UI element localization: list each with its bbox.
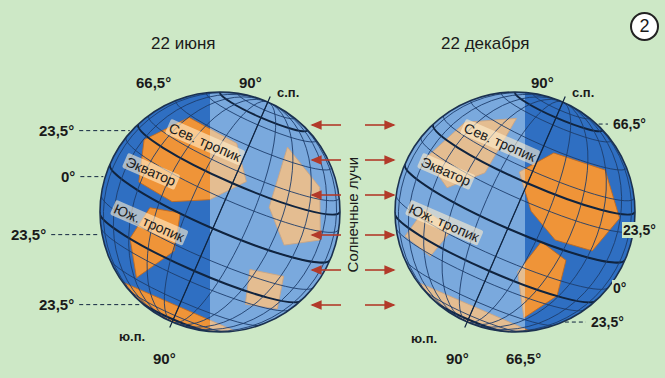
parallel-name: Юж. тропик: [110, 199, 189, 245]
angle-label: 0°: [60, 168, 76, 185]
angle-label: 90°: [238, 74, 263, 91]
sun-ray-arrow: [312, 159, 341, 161]
pole-label: с.п.: [571, 86, 595, 101]
meridian: [77, 61, 268, 323]
level-line: [79, 130, 130, 131]
meridian: [372, 61, 563, 323]
angle-label: 23,5°: [38, 122, 75, 139]
parallel-name: Сев. тропик: [165, 119, 245, 166]
figure-number: 2: [639, 16, 649, 37]
angle-label: 23,5°: [622, 222, 657, 238]
globe-outline: [395, 92, 635, 332]
parallel-name: Экватор: [122, 152, 180, 189]
angle-label: 23,5°: [590, 314, 625, 330]
date-title: 22 декабря: [440, 34, 530, 54]
angle-label: 90°: [530, 74, 555, 91]
parallel-name: Сев. тропик: [460, 119, 540, 166]
pole-label: ю.п.: [118, 330, 146, 345]
sun-ray-arrow: [312, 124, 341, 126]
sun-ray-arrow: [365, 234, 394, 236]
grid: [62, 54, 378, 370]
globe: [62, 54, 378, 370]
meridian: [412, 78, 563, 322]
angle-label: 23,5°: [10, 226, 47, 243]
level-line: [599, 124, 608, 125]
level-line: [565, 322, 586, 323]
sun-ray-arrow: [312, 304, 341, 306]
sun-ray-arrow: [365, 304, 394, 306]
angle-label: 66,5°: [505, 350, 542, 367]
meridian: [117, 78, 268, 322]
meridian: [94, 68, 268, 322]
sun-ray-arrow: [365, 124, 394, 126]
meridian: [66, 56, 268, 322]
sun-ray-arrow: [312, 269, 341, 271]
pole-label: с.п.: [276, 86, 300, 101]
angle-label: 90°: [152, 350, 177, 367]
level-line: [80, 176, 103, 177]
angle-label: 90°: [445, 350, 470, 367]
parallel-name: Юж. тропик: [405, 199, 484, 245]
angle-label: 66,5°: [135, 74, 172, 91]
parallel-name: Экватор: [417, 152, 475, 189]
sun-ray-arrow: [312, 194, 341, 196]
level-line: [51, 234, 100, 235]
meridian: [439, 90, 563, 322]
globe-outline: [100, 92, 340, 332]
globe: [357, 54, 665, 370]
meridian: [389, 68, 563, 322]
lit-half: [210, 88, 344, 336]
angle-label: 66,5°: [612, 116, 647, 132]
angle-label: 0°: [612, 280, 627, 296]
sun-ray-arrow: [312, 234, 341, 236]
angle-label: 23,5°: [38, 296, 75, 313]
meridian: [361, 56, 563, 322]
pole-label: ю.п.: [410, 332, 438, 347]
date-title: 22 июня: [150, 34, 216, 54]
meridian: [144, 90, 268, 322]
level-line: [79, 304, 142, 305]
grid: [357, 54, 665, 370]
sun-ray-arrow: [365, 194, 394, 196]
sun-ray-arrow: [365, 269, 394, 271]
sun-ray-arrow: [365, 159, 394, 161]
figure-number-circle: 2: [630, 12, 659, 41]
rays-caption: Солнечные лучи: [344, 156, 361, 274]
lit-half: [391, 88, 525, 336]
